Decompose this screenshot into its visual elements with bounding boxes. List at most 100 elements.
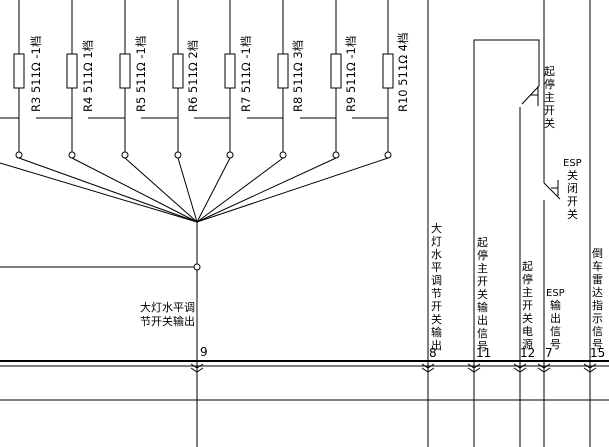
pin-label-p8: 大 灯 水 平 调 节 开 关 输 出 <box>431 221 442 352</box>
resistor-r6 <box>141 0 184 154</box>
pin-9: 9 <box>200 345 208 359</box>
pin-label-char: 输 <box>431 325 442 339</box>
resistor-r9 <box>300 0 342 154</box>
pin-label-char: 出 <box>477 313 488 327</box>
pin-label-char: 源 <box>522 337 533 351</box>
pin-label-char: 输 <box>477 300 488 314</box>
resistor-r5 <box>88 0 131 154</box>
pin-label-char: 平 <box>431 261 442 274</box>
resistor-label-r8: R8 511Ω 3档 <box>291 40 305 112</box>
terminal-15-icon <box>583 363 597 373</box>
resistor-group <box>0 0 394 154</box>
resistor-label-r10: R10 511Ω 4档 <box>396 33 410 113</box>
contact-r5 <box>121 151 129 159</box>
pin-7: 7 <box>545 346 553 360</box>
pin-label-char: 停 <box>522 272 533 286</box>
pin-label-p15: 倒 车 雷 达 指 示 信 号 <box>592 247 603 351</box>
junction-contact <box>193 263 201 271</box>
resistor-r4 <box>36 0 78 154</box>
esp-switch-char: 关 <box>567 168 578 182</box>
pin-11: 11 <box>476 346 491 360</box>
main-switch-char: 关 <box>544 116 555 130</box>
contact-r10 <box>384 151 392 159</box>
esp-switch-char: 开 <box>567 195 578 208</box>
pin-label-char: 号 <box>550 338 561 351</box>
pin-label-char: 输 <box>550 298 561 312</box>
contact-r7 <box>226 151 234 159</box>
resistor-r7 <box>194 0 236 154</box>
pin-12: 12 <box>520 346 535 360</box>
esp-switch-label: ESP 关 闭 开 关 <box>563 158 582 221</box>
contact-r9 <box>332 151 340 159</box>
pin-label-char: 倒 <box>592 247 603 260</box>
pin-label-char: 节 <box>431 287 442 300</box>
right-side-wires <box>427 0 591 447</box>
pin-label-char: 开 <box>522 299 533 312</box>
contact-r6 <box>174 151 182 159</box>
terminal-11-icon <box>467 363 481 373</box>
pin-label-char: 停 <box>477 248 488 262</box>
pin-label-char: 电 <box>522 325 533 338</box>
output-label-line1: 大灯水平调 <box>140 300 195 314</box>
pin-label-char: 起 <box>522 260 533 273</box>
esp-switch-char: ESP <box>563 158 582 169</box>
resistor-labels: R3 511Ω -1档 R4 511Ω 1档 R5 511Ω -1档 R6 51… <box>29 33 410 113</box>
pin-label-char: 车 <box>592 259 603 273</box>
resistor-r8 <box>247 0 289 154</box>
pin-label-char: 起 <box>477 236 488 249</box>
pin-label-char: 开 <box>431 300 442 313</box>
fan-in-wires <box>0 157 389 223</box>
pin-label-char: 出 <box>550 311 561 325</box>
terminal-12-icon <box>513 363 527 373</box>
esp-switch-char: 关 <box>567 207 578 221</box>
main-switch-char: 主 <box>544 91 555 104</box>
pin-label-char: 出 <box>431 338 442 352</box>
pin-label-char: 关 <box>431 312 442 326</box>
resistor-label-r6: R6 511Ω 2档 <box>186 40 200 112</box>
connector-terminals <box>190 363 597 373</box>
terminal-7-icon <box>537 363 551 373</box>
resistor-label-r7: R7 511Ω -1档 <box>239 36 253 112</box>
contact-r8 <box>279 151 287 159</box>
resistor-label-r4: R4 511Ω 1档 <box>81 40 95 112</box>
pin-15: 15 <box>590 346 605 360</box>
pin-label-char: 关 <box>477 287 488 301</box>
pin-label-char: 水 <box>431 248 442 261</box>
pin-label-p7: ESP 输 出 信 号 <box>546 288 565 351</box>
pin-label-char: 号 <box>477 340 488 353</box>
pin-label-char: 指 <box>592 298 603 312</box>
pin-label-char: 雷 <box>592 273 603 286</box>
terminal-8-icon <box>421 363 435 373</box>
pin-label-char: 示 <box>592 312 603 325</box>
pin-label-char: 主 <box>522 286 533 299</box>
pin-label-char: 大 <box>431 221 442 235</box>
pin-label-char: 号 <box>592 338 603 351</box>
pin-8: 8 <box>429 346 437 360</box>
pin-label-char: 主 <box>477 262 488 275</box>
contact-r4 <box>68 151 76 159</box>
pin-label-char: 达 <box>592 286 603 299</box>
main-switch-char: 开 <box>544 104 555 117</box>
resistor-label-r9: R9 511Ω -1档 <box>344 36 358 112</box>
connector-bar <box>0 360 609 401</box>
pin-label-p12: 起 停 主 开 关 电 源 <box>522 260 533 351</box>
switch-contacts <box>15 151 392 159</box>
main-switch-label: 起 停 主 开 关 <box>544 65 555 130</box>
pin-label-char: 关 <box>522 311 533 325</box>
output-label: 大灯水平调 节开关输出 9 <box>140 300 208 359</box>
pin-label-char: 信 <box>592 325 603 338</box>
output-label-line2: 节开关输出 <box>140 314 195 328</box>
resistor-r3 <box>0 0 25 154</box>
resistor-r10 <box>352 0 394 154</box>
pin-label-char: 开 <box>477 275 488 288</box>
resistor-label-r3: R3 511Ω -1档 <box>29 36 43 112</box>
pin-label-char: 信 <box>550 325 561 338</box>
contact-r3 <box>15 151 23 159</box>
terminal-9-icon <box>190 363 204 373</box>
pin-label-char: 信 <box>477 327 488 340</box>
output-wire <box>0 222 201 447</box>
pin-label-char: ESP <box>546 288 565 299</box>
pin-label-char: 调 <box>431 274 442 287</box>
pin-label-char: 灯 <box>431 235 442 248</box>
